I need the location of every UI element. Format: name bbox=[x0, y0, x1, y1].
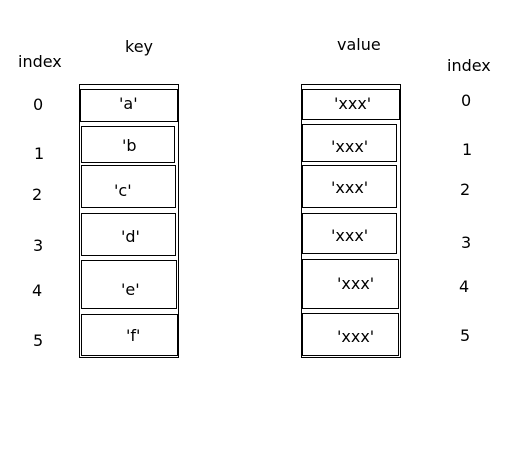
value-text-2: 'xxx' bbox=[331, 178, 369, 197]
right-index-5: 5 bbox=[460, 326, 471, 345]
value-header: value bbox=[337, 35, 381, 54]
value-text-4: 'xxx' bbox=[337, 274, 375, 293]
left-index-4: 4 bbox=[32, 281, 43, 300]
key-header: key bbox=[125, 37, 154, 56]
key-cell-1 bbox=[81, 126, 175, 163]
value-array bbox=[301, 84, 401, 358]
key-text-5: 'f' bbox=[126, 326, 141, 345]
left-index-2: 2 bbox=[32, 185, 43, 204]
left-index-header: index bbox=[18, 52, 62, 71]
left-index-1: 1 bbox=[34, 144, 45, 163]
right-index-4: 4 bbox=[459, 277, 470, 296]
right-index-2: 2 bbox=[460, 180, 471, 199]
left-index-3: 3 bbox=[33, 236, 44, 255]
value-cell-0 bbox=[302, 89, 400, 120]
value-cell-5 bbox=[302, 313, 399, 356]
value-cell-2 bbox=[302, 165, 397, 208]
key-cell-0 bbox=[80, 89, 178, 122]
key-cell-5 bbox=[81, 314, 178, 356]
key-cell-2 bbox=[81, 165, 176, 208]
value-cell-4 bbox=[302, 259, 399, 309]
left-index-5: 5 bbox=[33, 331, 44, 350]
value-cell-3 bbox=[302, 213, 397, 254]
left-index-0: 0 bbox=[33, 95, 44, 114]
key-text-3: 'd' bbox=[121, 227, 140, 246]
key-cell-4 bbox=[81, 260, 177, 309]
key-text-2: 'c' bbox=[114, 181, 132, 200]
key-text-0: 'a' bbox=[119, 94, 138, 113]
key-cell-3 bbox=[81, 213, 176, 256]
key-array bbox=[79, 84, 179, 358]
value-cell-1 bbox=[302, 124, 397, 162]
right-index-1: 1 bbox=[462, 140, 473, 159]
value-text-0: 'xxx' bbox=[334, 94, 372, 113]
value-text-1: 'xxx' bbox=[331, 137, 369, 156]
right-index-header: index bbox=[447, 56, 491, 75]
value-text-3: 'xxx' bbox=[331, 226, 369, 245]
key-text-1: 'b bbox=[122, 136, 137, 155]
key-text-4: 'e' bbox=[121, 280, 140, 299]
right-index-3: 3 bbox=[461, 233, 472, 252]
right-index-0: 0 bbox=[461, 91, 472, 110]
value-text-5: 'xxx' bbox=[337, 327, 375, 346]
